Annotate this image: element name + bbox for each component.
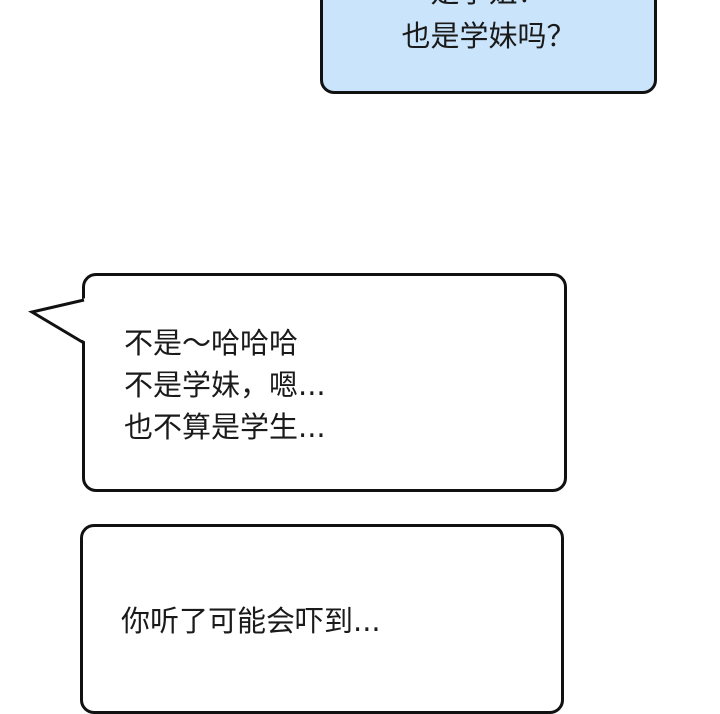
bubble-line: 不是学妹，嗯... bbox=[124, 368, 326, 402]
bubble-line: 也是学妹吗？ bbox=[401, 19, 576, 53]
bubble-text: 不是～哈哈哈 不是学妹，嗯... 也不算是学生... bbox=[124, 322, 326, 448]
speech-bubble-question: 是学姐？ 也是学妹吗？ bbox=[320, 0, 657, 94]
bubble-line: 也不算是学生... bbox=[124, 410, 326, 444]
bubble-line: 是学姐？ bbox=[323, 0, 654, 13]
speech-bubble-narration: 你听了可能会吓到... bbox=[80, 524, 564, 714]
speech-bubble-reply: 不是～哈哈哈 不是学妹，嗯... 也不算是学生... bbox=[82, 273, 567, 492]
bubble-line: 你听了可能会吓到... bbox=[121, 604, 381, 638]
bubble-text: 你听了可能会吓到... bbox=[121, 600, 381, 642]
bubble-line: 不是～哈哈哈 bbox=[124, 326, 299, 360]
